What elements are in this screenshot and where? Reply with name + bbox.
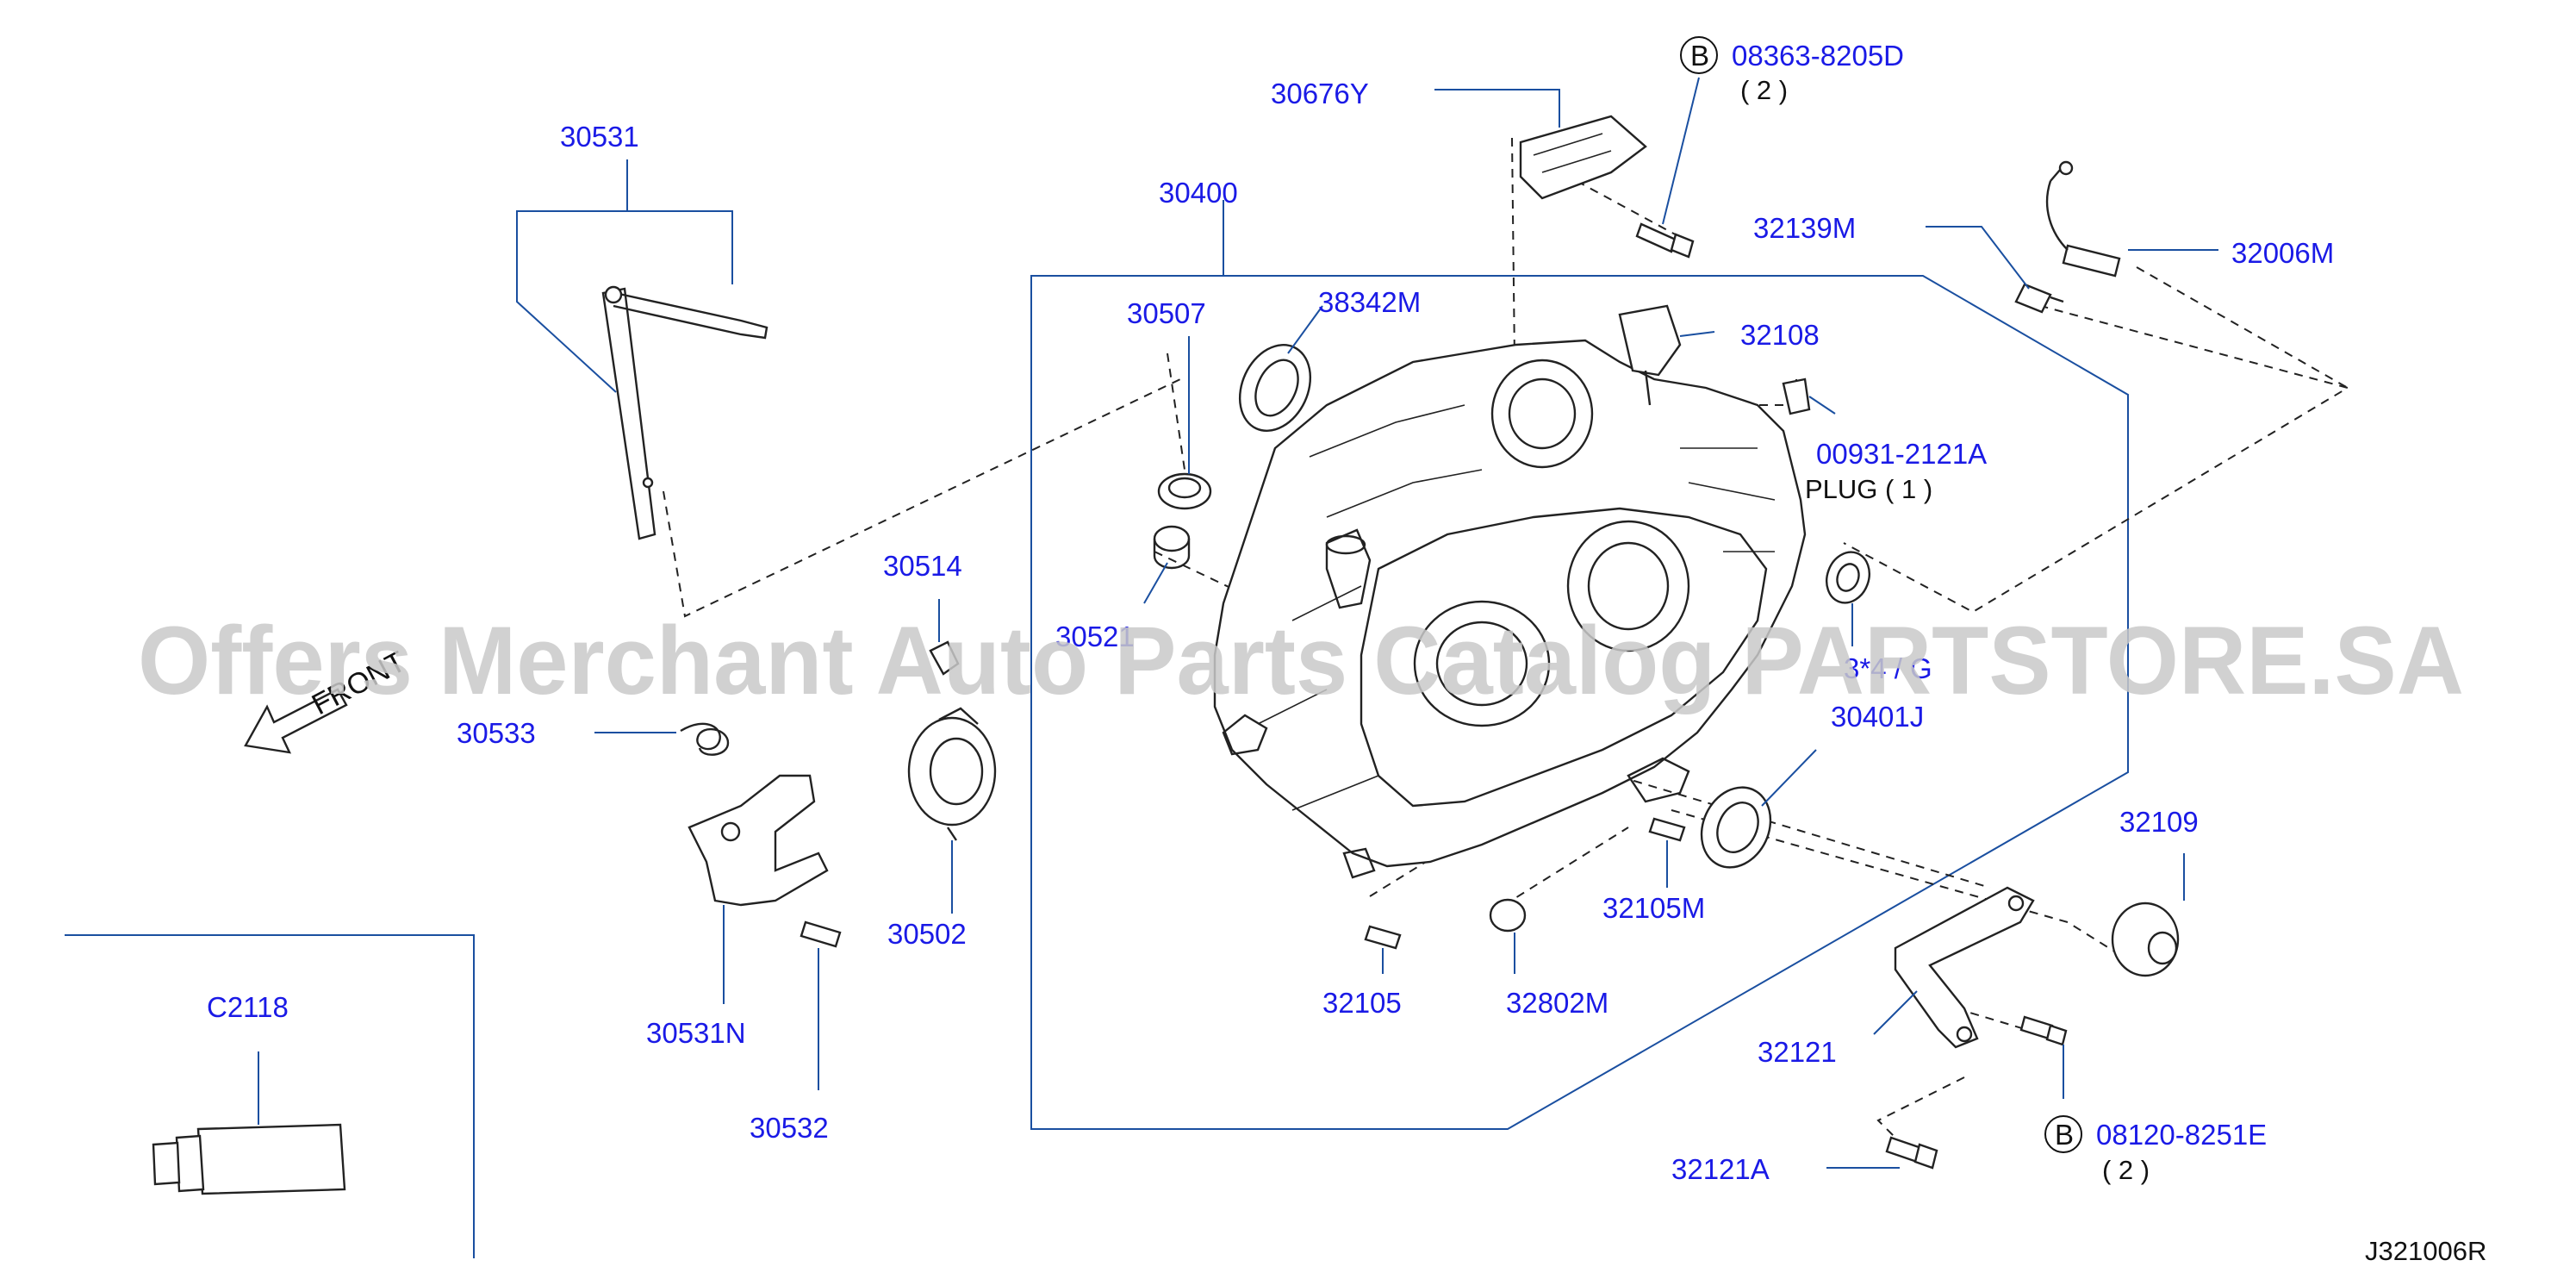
watermark: Offers Merchant Auto Parts Catalog PARTS… (138, 607, 2464, 714)
label-32105[interactable]: 32105 (1322, 987, 1402, 1019)
guide-line-shift (663, 378, 1181, 618)
label-32006M[interactable]: 32006M (2231, 237, 2334, 269)
circle-b-letter: B (1690, 40, 1709, 72)
circle-b-icon: B (1680, 36, 1718, 74)
circle-b-letter: B (2055, 1119, 2074, 1151)
label-32-seal[interactable]: 3*4 / G (1844, 652, 1932, 684)
bushing-30507 (1157, 472, 1212, 510)
switch-32006M (2045, 160, 2121, 278)
pin-32105 (1364, 925, 1402, 950)
bolt-32121A (1885, 1136, 1938, 1170)
cover-32109 (2111, 902, 2180, 977)
front-arrow-icon (244, 688, 348, 754)
leader-30531 (516, 159, 628, 393)
label-00931-2121A[interactable]: 00931-2121A (1816, 438, 1987, 470)
label-32139M[interactable]: 32139M (1753, 212, 1856, 244)
c2118-frame (65, 934, 475, 1258)
label-32121[interactable]: 32121 (1758, 1036, 1837, 1068)
bushing-30521 (1153, 525, 1191, 570)
plug-32802M (1489, 898, 1527, 933)
label-08120-8251E[interactable]: 08120-8251E (2096, 1119, 2267, 1151)
pin-30532 (800, 920, 842, 948)
label-plug: PLUG ( 1 ) (1805, 474, 1932, 504)
label-30676Y[interactable]: 30676Y (1271, 78, 1369, 109)
label-32105M[interactable]: 32105M (1602, 892, 1705, 924)
sensor-32139M (2014, 283, 2064, 314)
label-32121A[interactable]: 32121A (1671, 1153, 1770, 1185)
qty-08363: ( 2 ) (1740, 75, 1788, 105)
plug-00931 (1782, 377, 1811, 415)
label-30531N[interactable]: 30531N (646, 1017, 746, 1049)
label-30521[interactable]: 30521 (1055, 621, 1135, 652)
label-30531[interactable]: 30531 (560, 121, 639, 153)
circle-b-icon: B (2044, 1115, 2082, 1153)
leader-lines (258, 77, 2218, 1169)
label-30514[interactable]: 30514 (883, 550, 962, 582)
label-30502[interactable]: 30502 (887, 918, 967, 950)
fork-30531N (688, 774, 829, 907)
seal-38342M (1238, 344, 1312, 432)
sealant-tube-c2118 (152, 1123, 346, 1195)
bolt-08120 (2019, 1015, 2068, 1046)
seal-30401J (1700, 786, 1772, 869)
pin-32105M (1648, 817, 1686, 842)
figure-id: J321006R (2365, 1236, 2486, 1266)
label-30400[interactable]: 30400 (1159, 177, 1238, 209)
qty-08120: ( 2 ) (2102, 1155, 2150, 1185)
seal-32* (1826, 551, 1870, 604)
label-38342M[interactable]: 38342M (1318, 286, 1421, 318)
label-C2118[interactable]: C2118 (207, 991, 289, 1023)
assembly-bracket-30400 (1030, 257, 2129, 1130)
label-32802M[interactable]: 32802M (1506, 987, 1608, 1019)
label-30533[interactable]: 30533 (457, 717, 536, 749)
label-32109[interactable]: 32109 (2119, 806, 2199, 838)
label-30532[interactable]: 30532 (750, 1112, 829, 1144)
label-32108[interactable]: 32108 (1740, 319, 1820, 351)
bracket-32121 (1894, 886, 2035, 1049)
shift-lever-30531 (601, 285, 768, 540)
label-30507[interactable]: 30507 (1127, 297, 1206, 329)
sensor-32108 (1618, 304, 1682, 406)
spring-30533 (680, 722, 730, 756)
bracket-30676Y (1519, 115, 1647, 200)
pin-30514 (929, 640, 960, 676)
label-08363-8205D[interactable]: 08363-8205D (1732, 40, 1904, 72)
release-bearing-30502 (907, 707, 997, 841)
transaxle-case-drawing (1213, 339, 1807, 879)
bolt-08363 (1635, 222, 1695, 259)
label-30401J[interactable]: 30401J (1831, 701, 1924, 733)
